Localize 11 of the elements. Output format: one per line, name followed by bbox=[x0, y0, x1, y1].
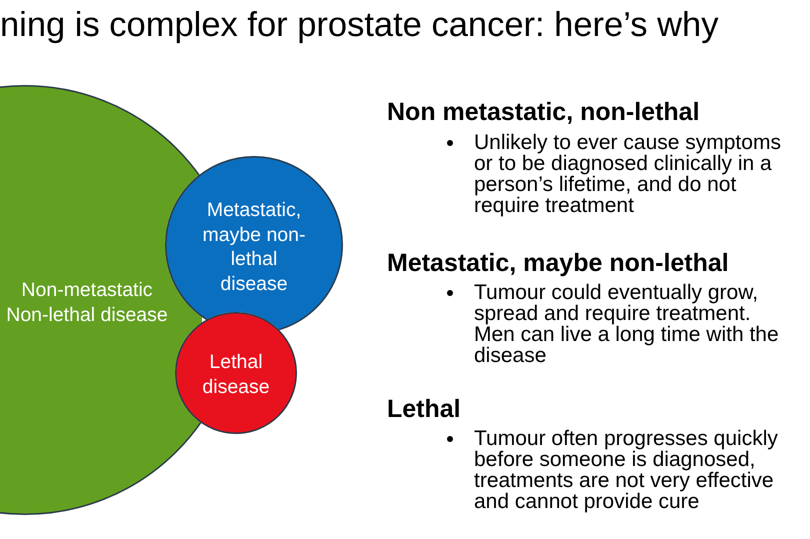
section-heading: Metastatic, maybe non-lethal bbox=[387, 248, 729, 278]
section-heading: Non metastatic, non-lethal bbox=[387, 97, 700, 127]
bullet-text: Tumour often progresses quickly before someone is diagnosed, treatments are not very effective and cannot provide cure bbox=[474, 428, 779, 512]
bullet-text: Tumour could eventually grow, spread and require treatment. Men can live a long time with the disease bbox=[474, 282, 780, 366]
slide-title: ning is complex for prostate cancer: here’s why bbox=[0, 5, 718, 46]
venn-circle bbox=[175, 312, 297, 434]
bullet-text: Unlikely to ever cause symptoms or to be diagnosed clinically in a person’s lifetime, and do not require treatment bbox=[474, 132, 782, 216]
circle-label: Non-metastatic Non-lethal disease bbox=[5, 278, 169, 327]
section-heading: Lethal bbox=[387, 394, 461, 424]
circle-label: Metastatic, maybe non-lethal disease bbox=[202, 198, 306, 296]
circle-label: Lethal disease bbox=[201, 350, 271, 399]
